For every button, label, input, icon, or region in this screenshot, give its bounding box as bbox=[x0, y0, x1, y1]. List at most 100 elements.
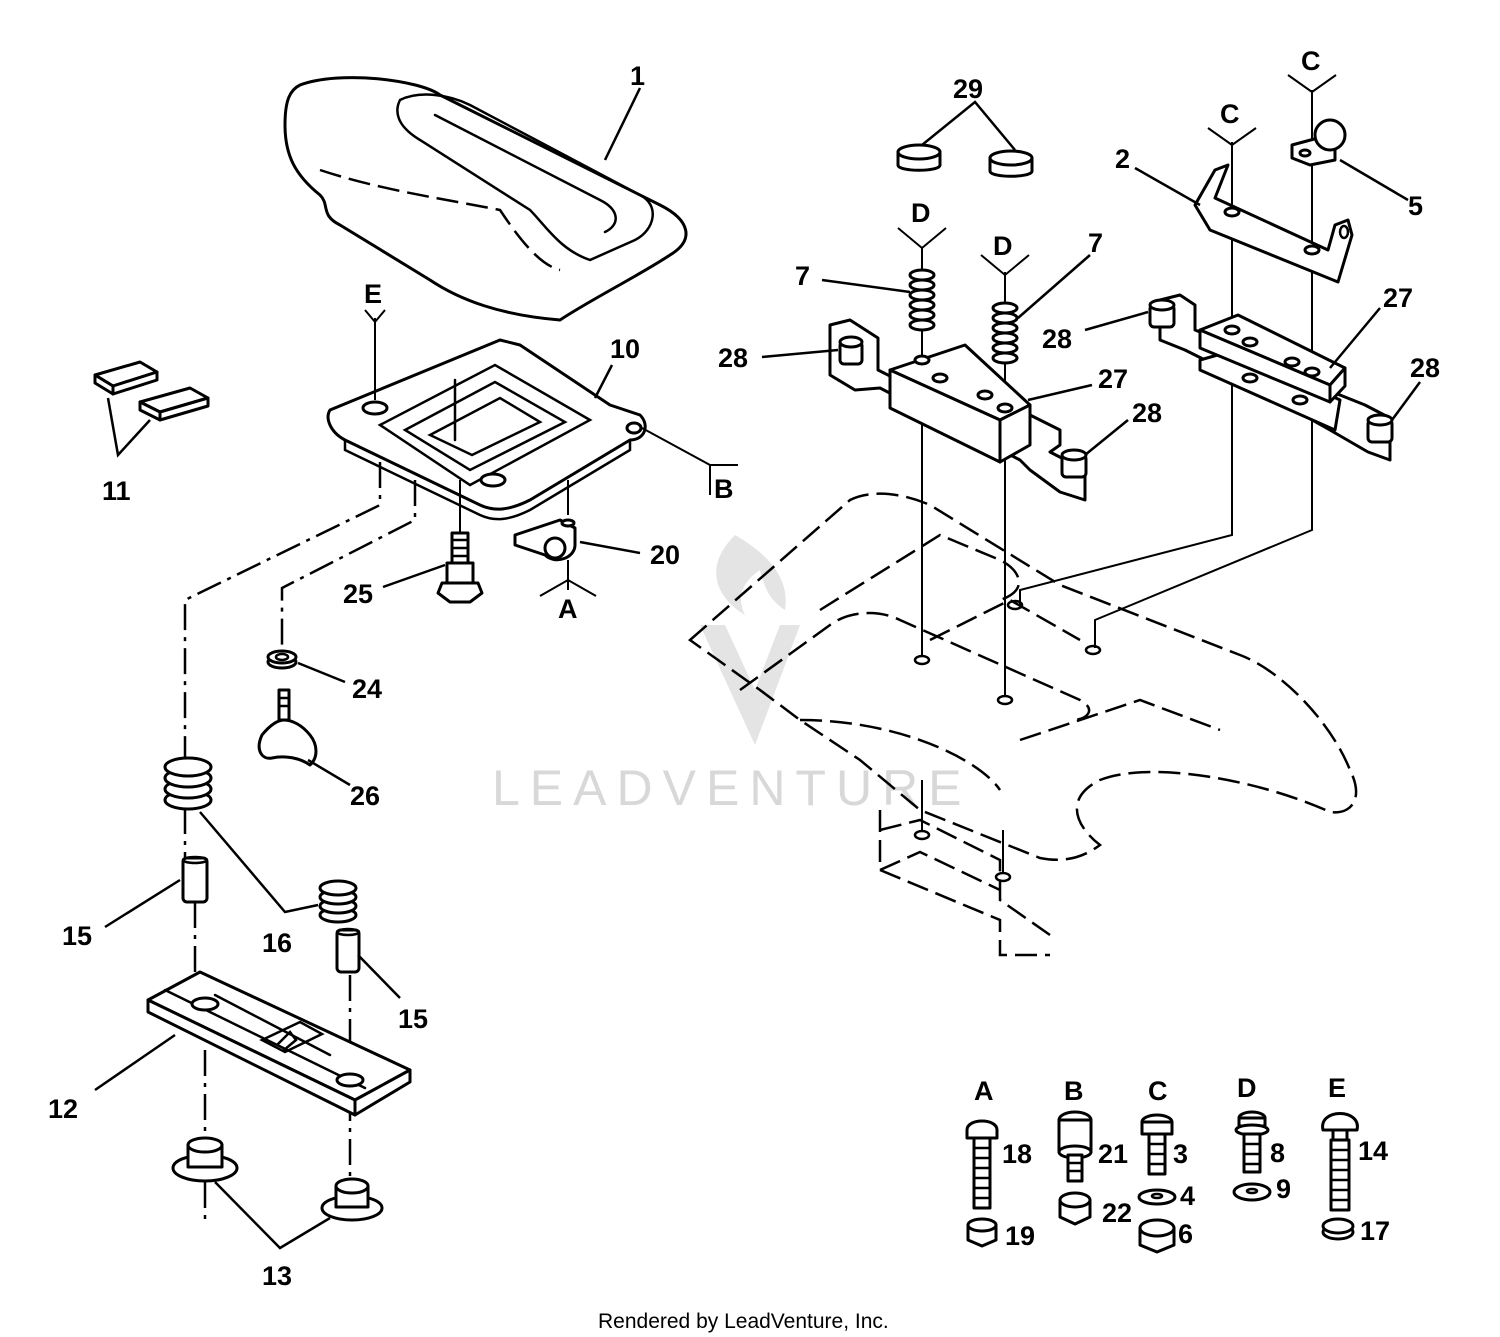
ref-e-label: E bbox=[364, 279, 382, 309]
ref-c-left-mark bbox=[1207, 127, 1257, 147]
callout-7a: 7 bbox=[795, 261, 810, 291]
callout-20: 20 bbox=[650, 540, 680, 570]
callout-1: 1 bbox=[630, 61, 645, 91]
nut-17 bbox=[1321, 1217, 1355, 1241]
hw-callout-3: 3 bbox=[1173, 1139, 1188, 1169]
ref-c-right-label: C bbox=[1301, 46, 1321, 76]
hw-callout-19: 19 bbox=[1005, 1221, 1035, 1251]
leader-28d bbox=[1390, 381, 1422, 421]
hardware-key: A 18 19 B 21 bbox=[965, 1073, 1390, 1254]
mount-block-27-left bbox=[888, 343, 1032, 464]
leadventure-watermark: LEADVENTURE bbox=[492, 535, 972, 816]
bushing-13-left bbox=[171, 1136, 239, 1183]
callout-28b: 28 bbox=[1132, 398, 1162, 428]
ref-c-left-label: C bbox=[1220, 99, 1240, 129]
ref-a-label: A bbox=[558, 594, 578, 624]
leader-24 bbox=[297, 661, 346, 684]
mount-block-27-right bbox=[1198, 313, 1347, 406]
leader-27a bbox=[1027, 383, 1093, 402]
leader-2 bbox=[1134, 166, 1201, 207]
align-line-c-right bbox=[1094, 90, 1313, 648]
washer-9 bbox=[1232, 1182, 1272, 1202]
leader-7b bbox=[1017, 254, 1091, 319]
hw-letter-b: B bbox=[1064, 1076, 1084, 1106]
nut-22 bbox=[1058, 1191, 1092, 1226]
u-bracket bbox=[1193, 163, 1354, 284]
callout-5: 5 bbox=[1408, 191, 1423, 221]
cap-29-right bbox=[988, 149, 1034, 178]
hw-letter-a: A bbox=[974, 1076, 994, 1106]
grommet-28-c bbox=[1148, 298, 1176, 329]
grommet-28-d bbox=[1366, 413, 1394, 444]
ref-a-mark bbox=[539, 578, 597, 597]
clip-5 bbox=[1290, 118, 1347, 167]
hw-callout-18: 18 bbox=[1002, 1139, 1032, 1169]
clamp bbox=[513, 518, 577, 562]
cap-29-left bbox=[896, 143, 942, 172]
hw-callout-22: 22 bbox=[1102, 1198, 1132, 1228]
align-line-knob bbox=[280, 480, 417, 652]
leader-15a bbox=[104, 878, 181, 929]
leader-27b bbox=[1329, 307, 1381, 369]
ref-e-mark bbox=[364, 309, 386, 324]
callout-15a: 15 bbox=[62, 921, 92, 951]
callout-28d: 28 bbox=[1410, 353, 1440, 383]
callout-28c: 28 bbox=[1042, 324, 1072, 354]
shoulder-bolt bbox=[436, 531, 484, 604]
ref-d-left-mark bbox=[897, 227, 947, 250]
bolt-18 bbox=[965, 1119, 999, 1210]
leader-28a bbox=[761, 348, 839, 359]
footer-credit: Rendered by LeadVenture, Inc. bbox=[598, 1310, 889, 1333]
leader-26 bbox=[307, 758, 351, 787]
adjustment-knob bbox=[257, 688, 318, 767]
bolt-14 bbox=[1321, 1112, 1359, 1212]
ref-d-right-mark bbox=[980, 254, 1030, 277]
hw-callout-9: 9 bbox=[1276, 1174, 1291, 1204]
seat-pads bbox=[93, 360, 210, 422]
hw-letter-d: D bbox=[1237, 1073, 1257, 1103]
lower-mounting-plate bbox=[146, 970, 412, 1117]
bolt-21 bbox=[1057, 1110, 1093, 1183]
hw-callout-21: 21 bbox=[1098, 1139, 1128, 1169]
grommet-28-a bbox=[838, 335, 864, 366]
seat-cushion bbox=[283, 76, 688, 322]
watermark-text: LEADVENTURE bbox=[492, 760, 972, 816]
callout-27b: 27 bbox=[1383, 283, 1413, 313]
washer-4 bbox=[1137, 1188, 1177, 1206]
callout-25: 25 bbox=[343, 579, 373, 609]
callout-16: 16 bbox=[262, 928, 292, 958]
bolt-8 bbox=[1234, 1110, 1270, 1174]
leader-11 bbox=[106, 397, 151, 458]
nut-19 bbox=[966, 1217, 998, 1248]
leader-28c bbox=[1084, 310, 1149, 332]
callout-11: 11 bbox=[102, 476, 131, 506]
leader-10 bbox=[593, 364, 614, 399]
hw-letter-c: C bbox=[1148, 1076, 1168, 1106]
bolt-3 bbox=[1140, 1113, 1174, 1176]
hw-letter-e: E bbox=[1328, 1073, 1346, 1103]
callout-28a: 28 bbox=[718, 343, 748, 373]
ref-d-left-label: D bbox=[911, 198, 931, 228]
ref-d-right-label: D bbox=[993, 231, 1013, 261]
grommet-28-b bbox=[1060, 448, 1088, 479]
hw-callout-6: 6 bbox=[1178, 1219, 1193, 1249]
ref-b-label: B bbox=[714, 474, 734, 504]
leader-5 bbox=[1339, 158, 1409, 202]
ref-c-right-mark bbox=[1287, 74, 1337, 94]
tractor-body-outline bbox=[687, 492, 1358, 957]
leader-20 bbox=[579, 540, 641, 555]
ref-b-line bbox=[641, 427, 711, 495]
leader-15b bbox=[357, 954, 401, 999]
watermark-logo bbox=[700, 535, 800, 745]
callout-12: 12 bbox=[48, 1094, 78, 1124]
hw-callout-17: 17 bbox=[1360, 1216, 1390, 1246]
spring-16-right bbox=[318, 879, 358, 924]
spacer-15-left bbox=[181, 855, 209, 904]
callout-26: 26 bbox=[350, 781, 380, 811]
callout-24: 24 bbox=[352, 674, 382, 704]
spring-7-right bbox=[991, 301, 1019, 365]
callout-29: 29 bbox=[953, 74, 983, 104]
hw-callout-14: 14 bbox=[1358, 1136, 1388, 1166]
leader-7a bbox=[821, 278, 911, 294]
